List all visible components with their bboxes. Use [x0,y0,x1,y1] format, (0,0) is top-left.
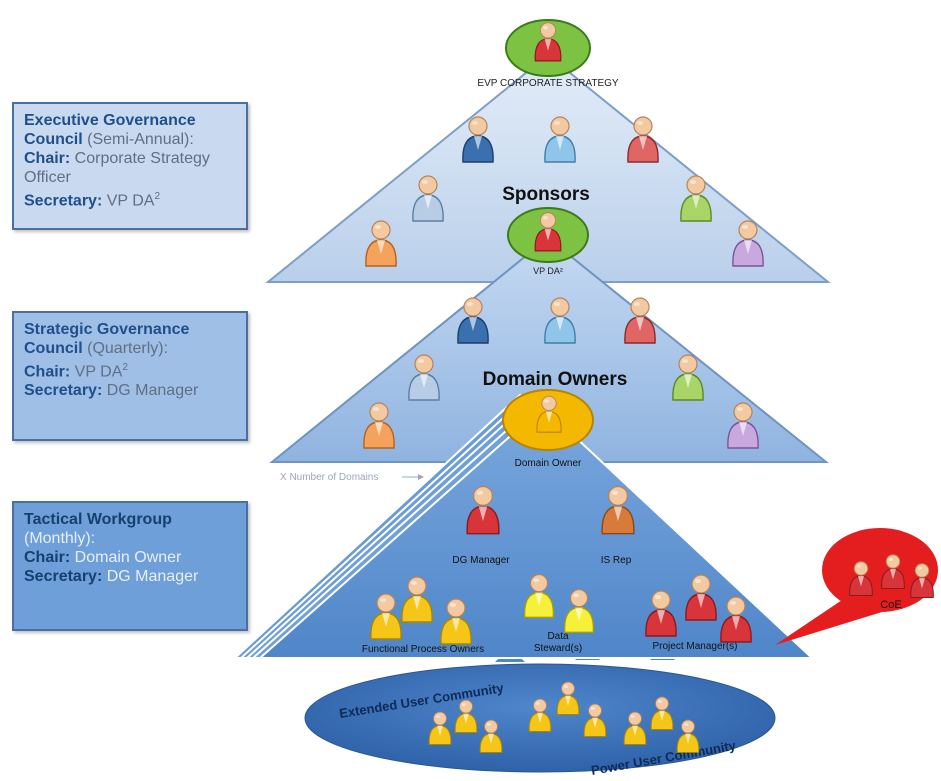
person-icon [564,588,594,633]
person-icon [544,297,576,344]
person-icon [544,116,576,163]
tactical-triangle [257,405,815,659]
person-icon [727,402,759,449]
person-icon [910,563,934,599]
person-icon [462,116,494,163]
person-icon [401,576,433,623]
data-stewards-label-1: Data [547,631,569,642]
dg-manager-label: DG Manager [452,555,510,566]
x-domains-label: X Number of Domains [280,472,378,483]
person-icon [370,593,402,640]
person-icon [524,573,554,618]
person-icon [363,402,395,449]
person-icon [408,354,440,401]
person-icon [720,596,752,643]
person-icon [365,220,397,267]
user-person-icon [650,696,674,730]
vp-da-label: VP DA² [533,266,563,276]
person-icon [680,175,712,222]
strategic-governance-box: Strategic Governance Council (Quarterly)… [12,311,248,441]
person-icon [645,590,677,637]
executive-governance-box: Executive Governance Council (Semi-Annua… [12,102,248,230]
domain-owner-person-icon [536,395,562,433]
person-icon [440,598,472,645]
person-icon [732,220,764,267]
person-icon [685,574,717,621]
user-person-icon [583,703,607,737]
user-person-icon [528,698,552,732]
data-stewards-label-2: Steward(s) [534,643,582,654]
person-icon [412,175,444,222]
people-group [363,22,934,753]
person-icon [881,554,905,590]
user-person-icon [479,719,503,753]
dg-manager-person-icon [466,485,500,535]
person-icon [849,561,873,597]
evp-label: EVP CORPORATE STRATEGY [477,78,618,89]
domain-owners-label: Domain Owners [483,369,628,390]
functional-process-owners-label: Functional Process Owners [362,644,484,655]
person-icon [457,297,489,344]
person-icon [624,297,656,344]
is-rep-label: IS Rep [601,555,632,566]
sponsors-label: Sponsors [502,184,590,205]
evp-person-icon [534,22,562,62]
user-person-icon [454,699,478,733]
project-managers-label: Project Manager(s) [652,641,737,652]
is-rep-person-icon [601,485,635,535]
user-person-icon [428,711,452,745]
user-person-icon [676,719,700,753]
domain-owner-label: Domain Owner [515,458,582,469]
coe-label: CoE [880,599,901,611]
tactical-workgroup-box: Tactical Workgroup (Monthly): Chair: Dom… [12,501,248,631]
user-person-icon [556,681,580,715]
person-icon [627,116,659,163]
person-icon [672,354,704,401]
user-person-icon [623,711,647,745]
vp-da-person-icon [534,212,562,252]
